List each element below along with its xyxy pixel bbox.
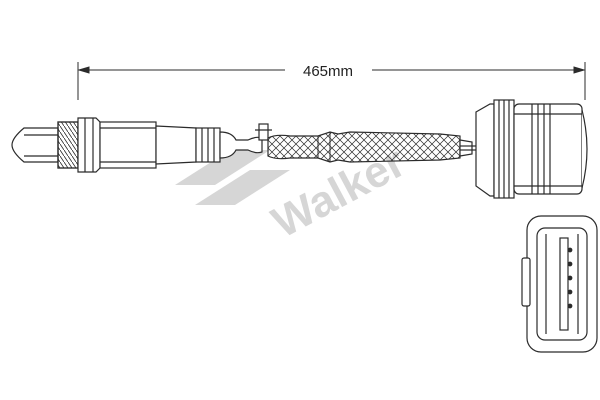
cable-clip	[258, 123, 269, 141]
terminal-pin	[567, 275, 573, 281]
connector-housing	[513, 103, 583, 195]
dimension-arrow-right	[573, 66, 586, 74]
probe-thread	[57, 121, 79, 169]
sensor-probe	[11, 117, 272, 173]
probe-tip	[11, 127, 59, 163]
sensor-neck	[155, 125, 197, 165]
terminal-pin	[567, 261, 573, 267]
cable-boot	[219, 131, 263, 159]
connector-face-view	[521, 215, 598, 353]
connector-latch	[521, 257, 531, 307]
dimension-label: 465mm	[303, 63, 353, 80]
terminal-pin	[567, 303, 573, 309]
braided-cable	[267, 131, 461, 163]
wire-exit	[459, 139, 476, 157]
connector-flange	[475, 103, 495, 197]
terminal-pin	[567, 247, 573, 253]
terminal-block	[559, 237, 569, 331]
hex-nut	[77, 117, 101, 173]
dimension-line	[77, 62, 586, 100]
sensor-body	[99, 121, 157, 169]
terminal-pin	[567, 289, 573, 295]
dimension-arrow-left	[77, 66, 90, 74]
connector-side-view	[475, 99, 588, 199]
